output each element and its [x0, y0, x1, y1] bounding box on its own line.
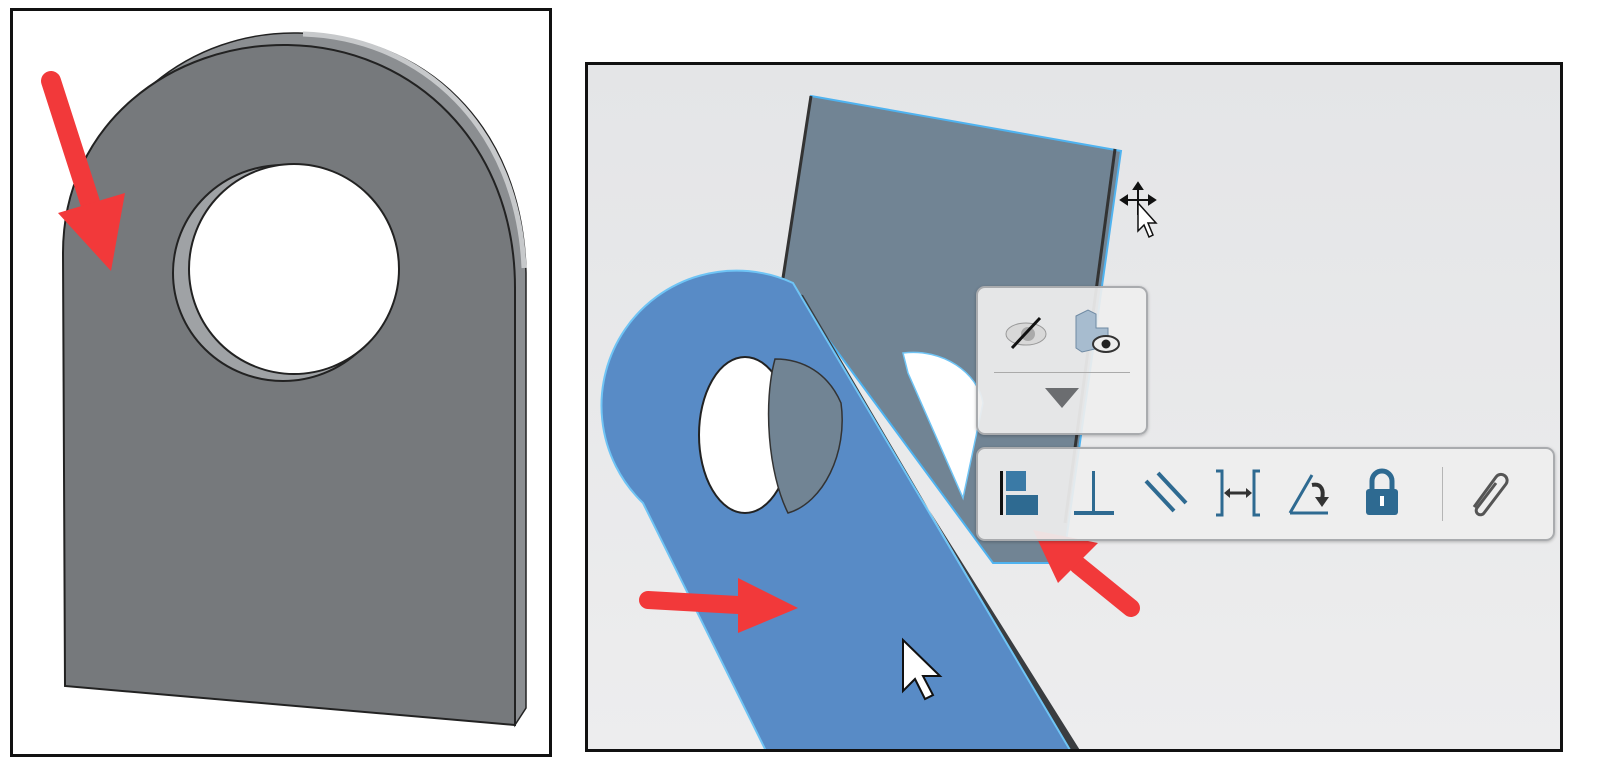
red-arrow [639, 578, 798, 633]
left-view-panel [10, 8, 552, 757]
divider [994, 372, 1130, 373]
lock-icon [1366, 468, 1398, 515]
parallel-icon [1144, 471, 1188, 513]
lock-button[interactable] [1354, 465, 1410, 521]
expand-down-icon [1045, 388, 1079, 408]
isolate-icon [1075, 309, 1120, 353]
mate-toolbar [976, 447, 1555, 541]
hide-button[interactable] [998, 306, 1054, 362]
selected-link-part[interactable] [600, 269, 1083, 752]
visibility-popup [976, 286, 1148, 435]
plate-edge-highlight [302, 31, 527, 269]
angle-icon [1288, 474, 1329, 515]
toolbar-divider [1442, 467, 1443, 521]
gray-plate-drawing [41, 31, 527, 728]
paperclip-icon [1472, 472, 1509, 517]
hide-icon [1005, 316, 1047, 350]
coincident-button[interactable] [994, 465, 1050, 521]
angle-button[interactable] [1282, 465, 1338, 521]
coincident-icon [1000, 471, 1038, 515]
plate-front-face [61, 43, 516, 727]
hole-opening [188, 163, 400, 375]
attach-button[interactable] [1460, 465, 1516, 521]
expand-button[interactable] [1034, 378, 1090, 422]
move-cursor-icon [1119, 181, 1158, 239]
distance-button[interactable] [1210, 465, 1266, 521]
perpendicular-icon [1074, 471, 1114, 515]
red-arrow [1033, 530, 1140, 617]
parallel-button[interactable] [1138, 465, 1194, 521]
red-arrow [41, 71, 125, 271]
pointer-cursor-icon [902, 637, 943, 701]
perpendicular-button[interactable] [1066, 465, 1122, 521]
isolate-button[interactable] [1068, 304, 1124, 360]
cad-viewport[interactable] [585, 62, 1563, 752]
distance-icon [1216, 469, 1260, 517]
viewport-drawing [600, 94, 1158, 752]
